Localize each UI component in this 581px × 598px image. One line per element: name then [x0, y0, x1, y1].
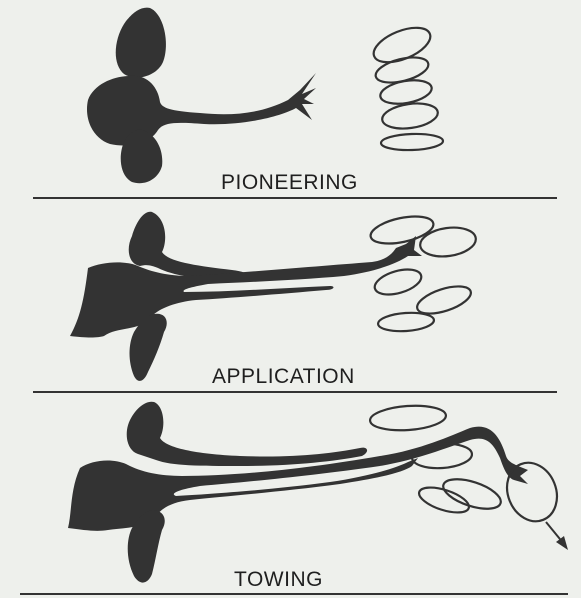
- panel-label-application: APPLICATION: [212, 365, 355, 389]
- cell-body-upper: [116, 8, 166, 78]
- panel-towing: [68, 402, 528, 583]
- towing-arrow: [546, 522, 568, 550]
- panel-application: [70, 212, 422, 381]
- cell-body-main: [70, 236, 422, 338]
- cell-body-lower: [121, 130, 163, 184]
- target-cells-application: [368, 212, 477, 333]
- panel-pioneering: [87, 8, 316, 184]
- target-cell-outline: [369, 21, 435, 69]
- target-cell-outline: [440, 473, 504, 514]
- target-cell-outline: [369, 403, 446, 432]
- target-cell-outline: [381, 133, 444, 151]
- panel-label-pioneering: PIONEERING: [221, 171, 358, 195]
- panel-label-towing: TOWING: [234, 568, 323, 592]
- cell-body-main: [87, 73, 316, 145]
- target-cell-outline: [377, 311, 434, 333]
- target-cells-pioneering: [369, 21, 443, 151]
- target-cell-outline: [368, 212, 436, 249]
- target-cell-outline: [372, 265, 424, 299]
- target-cell-outline: [418, 224, 477, 260]
- target-cell-outline: [381, 100, 440, 132]
- cell-body-upper: [127, 402, 367, 466]
